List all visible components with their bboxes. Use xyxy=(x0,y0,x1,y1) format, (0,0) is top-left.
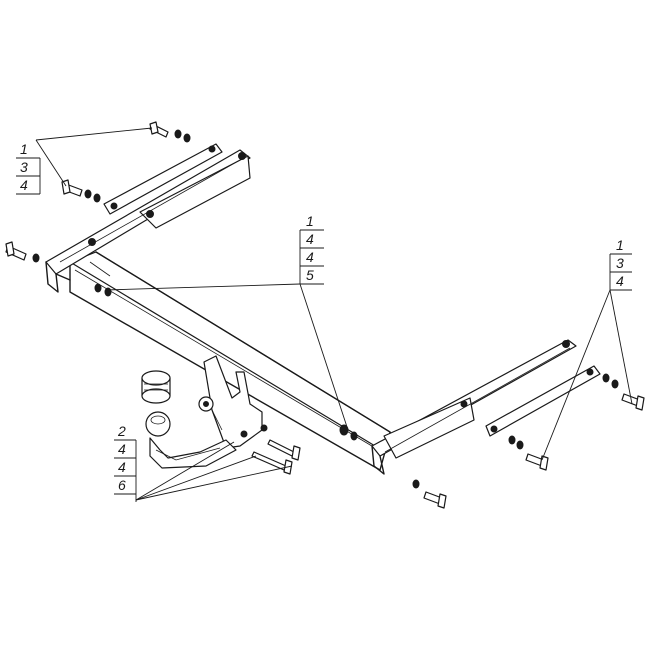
hitch-mounting-plate xyxy=(198,355,268,449)
tow-ball-neck xyxy=(145,411,237,469)
callout-number: 1 xyxy=(20,141,28,157)
callout-right: 1 3 4 xyxy=(541,237,633,461)
callout-number: 1 xyxy=(616,237,624,253)
long-bolt-upper xyxy=(267,439,301,461)
bolt-right-lower xyxy=(508,435,549,471)
callout-number: 1 xyxy=(306,213,314,229)
callout-number: 3 xyxy=(616,255,624,271)
bolt-left xyxy=(5,241,40,263)
callout-bottom-left: 2 4 4 6 xyxy=(114,423,293,502)
callout-number: 4 xyxy=(616,273,624,289)
ball-cap xyxy=(141,370,171,404)
callout-number: 2 xyxy=(117,423,126,439)
bolt-top-left-2 xyxy=(61,179,101,203)
callout-center: 1 4 4 5 xyxy=(105,213,349,431)
bolt-bottom xyxy=(412,479,447,509)
callout-number: 4 xyxy=(306,249,314,265)
callout-top-left: 1 3 4 xyxy=(16,127,153,195)
callout-number: 4 xyxy=(118,441,126,457)
left-mounting-strip xyxy=(103,143,223,215)
right-mounting-strip xyxy=(485,365,601,437)
bolt-right-upper xyxy=(602,373,645,411)
callout-number: 6 xyxy=(118,477,126,493)
callout-number: 4 xyxy=(306,231,314,247)
left-side-bracket xyxy=(45,149,251,293)
callout-number: 4 xyxy=(20,177,28,193)
callout-number: 3 xyxy=(20,159,28,175)
bolt-top-left-1 xyxy=(149,121,191,143)
callout-number: 5 xyxy=(306,267,314,283)
right-side-bracket xyxy=(371,339,577,475)
callout-number: 4 xyxy=(118,459,126,475)
